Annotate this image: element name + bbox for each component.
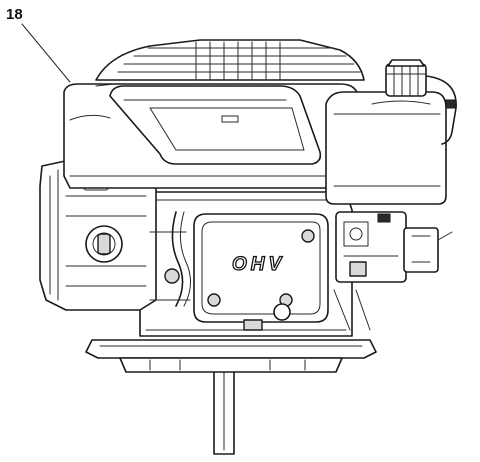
- base-flange: [85, 339, 377, 373]
- output-shaft: [213, 367, 235, 455]
- valve-cover-ohv-label: OHV: [232, 254, 285, 275]
- fuel-cap-tether: [425, 75, 457, 145]
- callout-number: 18: [6, 6, 23, 23]
- valve-cover: OHV: [193, 213, 329, 323]
- fuel-cap: [385, 59, 427, 97]
- carburetor: [335, 211, 453, 283]
- oil-fill-cap: [85, 225, 123, 263]
- fuel-tank: [325, 91, 447, 205]
- block-details: [149, 231, 371, 331]
- air-cleaner-cover: [63, 83, 361, 189]
- callout-leader-line: [21, 23, 71, 83]
- air-cleaner-fins: [95, 39, 365, 81]
- spark-plug-wire: [164, 211, 191, 307]
